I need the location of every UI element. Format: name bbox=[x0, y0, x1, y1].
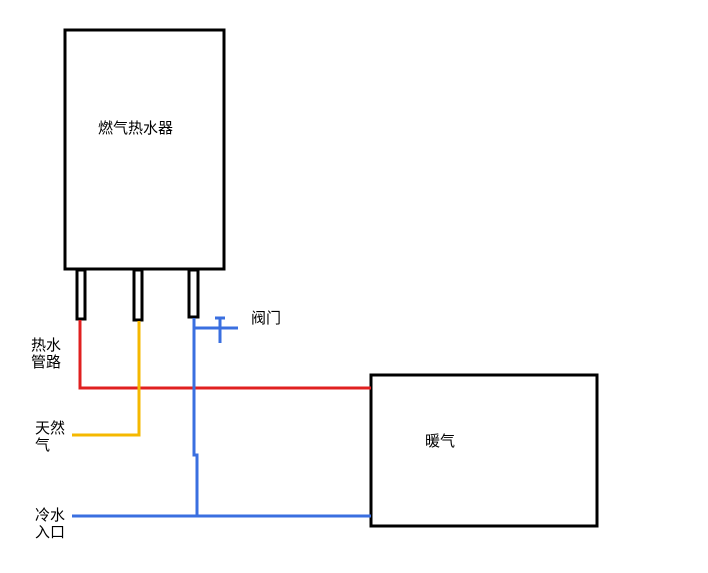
hot-water-pipe-label-line2: 管路 bbox=[31, 353, 62, 371]
gas-pipe bbox=[72, 321, 141, 437]
cold-water-vertical-pipe bbox=[192, 318, 199, 516]
gas-label: 天然 气 bbox=[35, 420, 65, 454]
hot-water-pipe-label-line1: 热水 bbox=[31, 336, 62, 354]
cold-water-inlet-label-line1: 冷水 bbox=[35, 506, 66, 524]
hot-water-pipe bbox=[78, 320, 371, 390]
radiator-box bbox=[369, 373, 599, 528]
heater-label: 燃气热水器 bbox=[98, 119, 174, 137]
gas-inlet-stub bbox=[132, 268, 144, 322]
cold-water-inlet-label-line2: 入口 bbox=[35, 523, 66, 541]
gas-label-line1: 天然 bbox=[35, 419, 66, 437]
hot-water-pipe-label: 热水 管路 bbox=[31, 337, 61, 371]
cold-water-inlet-stub bbox=[187, 268, 200, 319]
cold-water-inlet-label: 冷水 入口 bbox=[35, 507, 65, 541]
radiator-label: 暖气 bbox=[425, 432, 456, 450]
hot-water-outlet-stub bbox=[75, 268, 87, 321]
gas-water-heater-box bbox=[63, 28, 226, 271]
valve-label: 阀门 bbox=[251, 309, 282, 327]
gas-label-line2: 气 bbox=[35, 436, 51, 454]
